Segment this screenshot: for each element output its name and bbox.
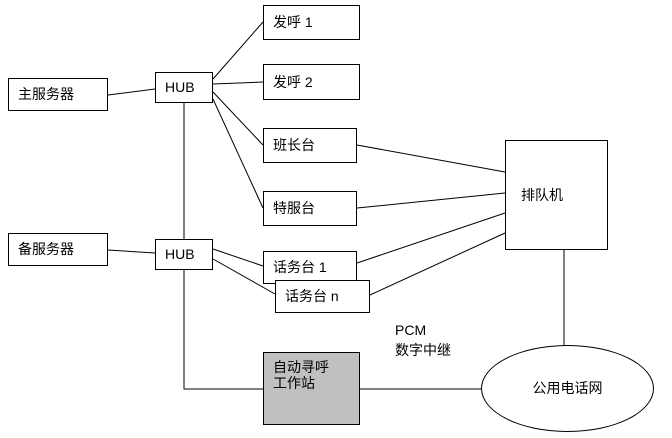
operator-console-n-label: 话务台 n	[285, 288, 339, 305]
node-hub-top: HUB	[155, 72, 213, 103]
auto-paging-workstation-label-line2: 工作站	[273, 375, 315, 392]
operator-console-1-label: 话务台 1	[273, 259, 327, 276]
supervisor-console-label: 班长台	[273, 137, 315, 154]
node-public-telephone-network: 公用电话网	[481, 345, 654, 432]
main-server-label: 主服务器	[18, 86, 74, 103]
node-backup-server: 备服务器	[8, 233, 108, 266]
caller-1-label: 发呼 1	[273, 14, 313, 31]
node-caller-2: 发呼 2	[263, 64, 360, 100]
queue-machine-label: 排队机	[521, 186, 563, 203]
connector-supervisor-queue-machine	[356, 144, 506, 173]
auto-paging-workstation-label-line1: 自动寻呼	[273, 359, 329, 375]
node-caller-1: 发呼 1	[263, 5, 360, 40]
node-operator-console-1: 话务台 1	[263, 251, 357, 284]
pcm-trunk-annotation: PCM 数字中继	[395, 320, 451, 361]
node-supervisor-console: 班长台	[263, 128, 357, 163]
connector-hub-top-caller-1	[212, 21, 264, 80]
connector-hub-top-caller-2	[212, 81, 264, 85]
connector-hub-top-special-service	[212, 98, 264, 209]
hub-top-label: HUB	[165, 79, 195, 96]
node-hub-bottom: HUB	[155, 239, 213, 270]
caller-2-label: 发呼 2	[273, 73, 313, 90]
node-main-server: 主服务器	[8, 78, 108, 111]
special-service-console-label: 特服台	[273, 200, 315, 217]
pcm-trunk-line2: 数字中继	[395, 342, 451, 359]
connector-hub-top-supervisor	[212, 91, 264, 146]
connector-backup-server-hub-bottom	[107, 249, 156, 254]
public-telephone-network-label: 公用电话网	[532, 380, 603, 397]
connector-main-server-hub-top	[107, 88, 156, 96]
node-operator-console-n: 话务台 n	[275, 280, 370, 313]
node-special-service-console: 特服台	[263, 191, 357, 226]
connector-operator-n-queue-machine	[369, 232, 506, 296]
connector-hub-bottom-operator-n	[212, 258, 276, 295]
backup-server-label: 备服务器	[18, 241, 74, 258]
node-queue-machine: 排队机	[505, 140, 608, 250]
node-auto-paging-workstation: 自动寻呼 工作站	[263, 352, 360, 425]
hub-bottom-label: HUB	[165, 246, 195, 263]
connector-hub-bottom-operator-1	[212, 248, 264, 267]
connector-operator-1-queue-machine	[356, 212, 506, 264]
pcm-trunk-line1: PCM	[395, 322, 427, 338]
connector-hub-bottom-workstation	[183, 270, 263, 390]
connector-special-service-queue-machine	[356, 192, 506, 209]
